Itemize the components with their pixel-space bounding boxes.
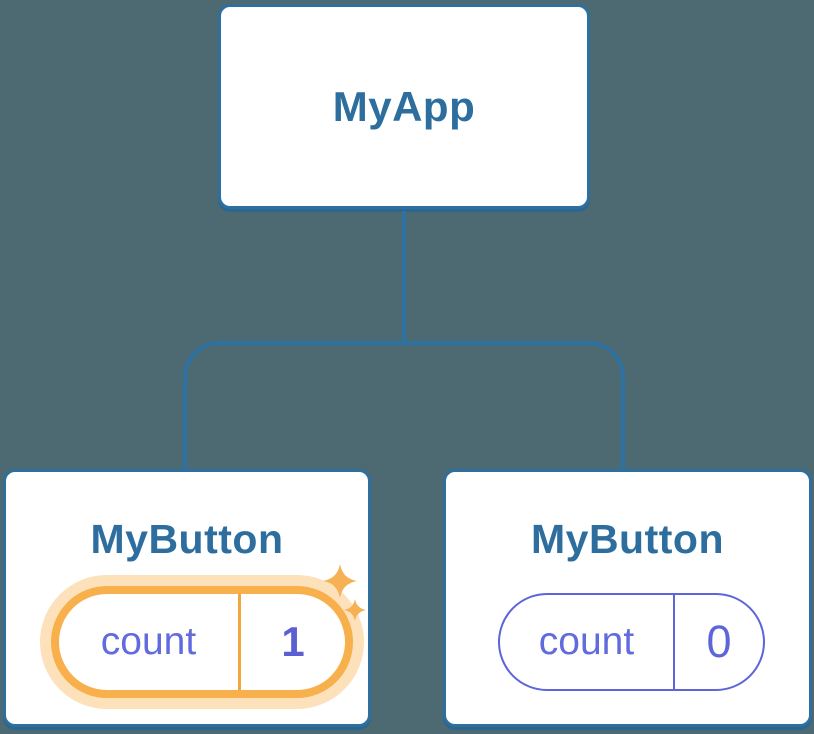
component-label: MyButton bbox=[530, 516, 724, 562]
tree-connector-stem bbox=[402, 211, 406, 343]
state-value: 1 bbox=[281, 618, 305, 665]
component-node-myapp: MyApp bbox=[218, 4, 590, 209]
sparkle-large-icon bbox=[323, 564, 357, 598]
tree-connector-branch bbox=[183, 341, 625, 469]
pill-divider bbox=[238, 594, 241, 690]
state-pill-normal: count 0 bbox=[498, 593, 765, 691]
component-label: MyApp bbox=[332, 82, 476, 130]
state-key-label: count bbox=[538, 620, 635, 663]
state-value: 0 bbox=[706, 616, 732, 667]
component-node-mybutton-left: MyButton count 1 bbox=[3, 469, 371, 727]
sparkle-small-icon bbox=[344, 599, 366, 621]
pill-divider bbox=[673, 595, 675, 689]
state-key-label: count bbox=[100, 620, 197, 663]
component-node-mybutton-right: MyButton count 0 bbox=[443, 469, 812, 727]
state-pill-highlighted: count 1 bbox=[51, 586, 353, 698]
component-label: MyButton bbox=[90, 516, 284, 562]
